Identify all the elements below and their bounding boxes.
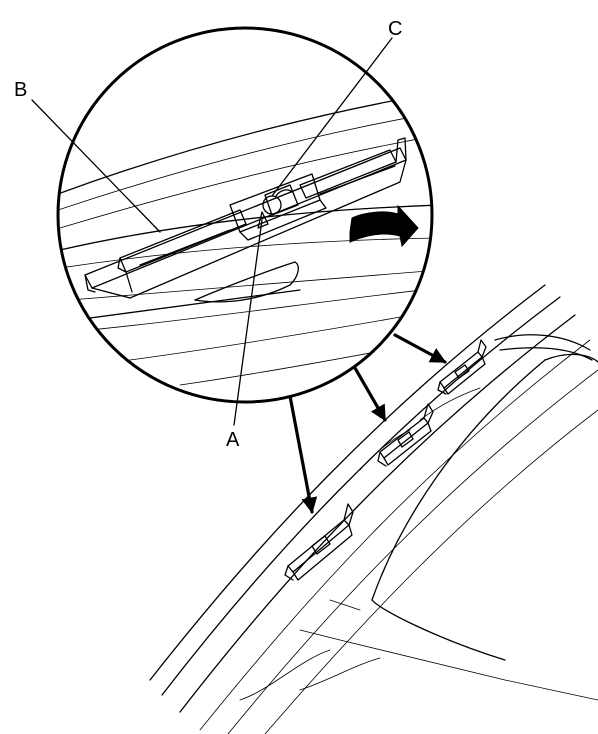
roof-frame [149,284,598,734]
leader-line-b [31,99,161,233]
molding-clip-large [84,137,407,299]
arrow-to-upper-clip [393,333,447,364]
curved-arrow-icon [349,204,419,248]
leader-lines [31,37,393,426]
label-a: A [226,429,240,451]
pointer-arrows [288,333,447,514]
roof-clip-middle [377,403,434,467]
leader-line-a [233,219,263,426]
arrow-to-middle-clip [353,366,387,422]
leader-line-c [271,37,393,197]
magnified-detail [58,91,432,386]
magnifier-circle [56,26,434,404]
label-c: C [388,18,402,40]
roof-clip-lower [284,503,354,581]
clip-pin [257,189,293,229]
arrow-to-lower-clip [288,394,318,514]
label-b: B [14,79,27,101]
roof-clip-upper [437,339,487,395]
